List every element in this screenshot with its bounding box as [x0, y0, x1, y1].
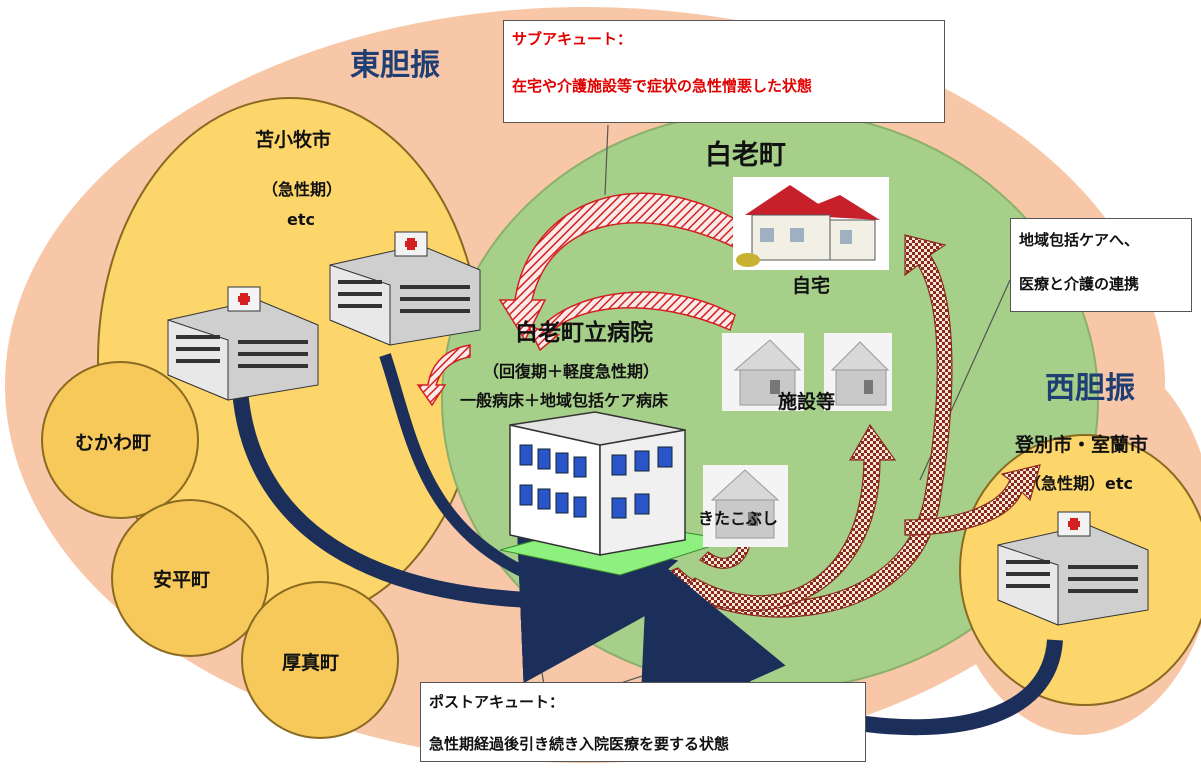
kitakobushi-label: きたこぶし — [698, 509, 779, 528]
noboribetsu-muroran-label: 登別市・室蘭市 — [1015, 434, 1149, 456]
hospital-building-icon — [167, 286, 319, 401]
subacute-callout: サブアキュート： 在宅や介護施設等で症状の急性憎悪した状態 — [503, 20, 945, 123]
community-care-line1: 地域包括ケアへ、 — [1019, 231, 1140, 249]
tomakomai-phase: （急性期） — [262, 180, 343, 199]
main-hospital-name: 白老町立病院 — [515, 320, 653, 346]
main-hospital-phase: （回復期＋軽度急性期） — [483, 362, 660, 381]
subacute-title: サブアキュート： — [512, 30, 633, 48]
community-care-callout: 地域包括ケアへ、 医療と介護の連携 — [1010, 218, 1192, 312]
east-iburi-label: 東胆振 — [350, 48, 440, 83]
tomakomai-etc: etc — [287, 210, 315, 229]
tomakomai-label: 苫小牧市 — [255, 129, 332, 151]
community-care-line2: 医療と介護の連携 — [1019, 275, 1140, 293]
mukawa-circle — [41, 361, 199, 519]
house-icon — [733, 177, 889, 270]
postacute-callout: ポストアキュート： 急性期経過後引き続き入院医療を要する状態 — [420, 682, 866, 762]
main-hospital-icon — [499, 411, 731, 576]
postacute-description: 急性期経過後引き続き入院医療を要する状態 — [429, 735, 730, 753]
west-iburi-label: 西胆振 — [1045, 371, 1135, 406]
facility-house-icon — [824, 333, 892, 411]
hospital-building-icon — [329, 231, 481, 346]
atsuma-label: 厚真町 — [282, 652, 340, 674]
hospital-building-icon — [997, 511, 1149, 626]
facility-label: 施設等 — [778, 391, 836, 413]
postacute-title: ポストアキュート： — [429, 693, 565, 711]
mukawa-label: むかわ町 — [75, 432, 152, 454]
home-label: 自宅 — [792, 275, 831, 297]
facility-house-icon — [703, 465, 788, 547]
shiraoi-label: 白老町 — [705, 140, 786, 171]
main-hospital-beds: 一般病床＋地域包括ケア病床 — [460, 391, 669, 410]
abira-label: 安平町 — [153, 569, 211, 591]
subacute-arrows — [416, 192, 746, 407]
atsuma-circle — [241, 581, 399, 739]
facility-house-icon — [722, 333, 804, 411]
west-phase-label: （急性期）etc — [1025, 474, 1133, 493]
subacute-description: 在宅や介護施設等で症状の急性憎悪した状態 — [512, 77, 813, 95]
abira-circle — [111, 499, 269, 657]
